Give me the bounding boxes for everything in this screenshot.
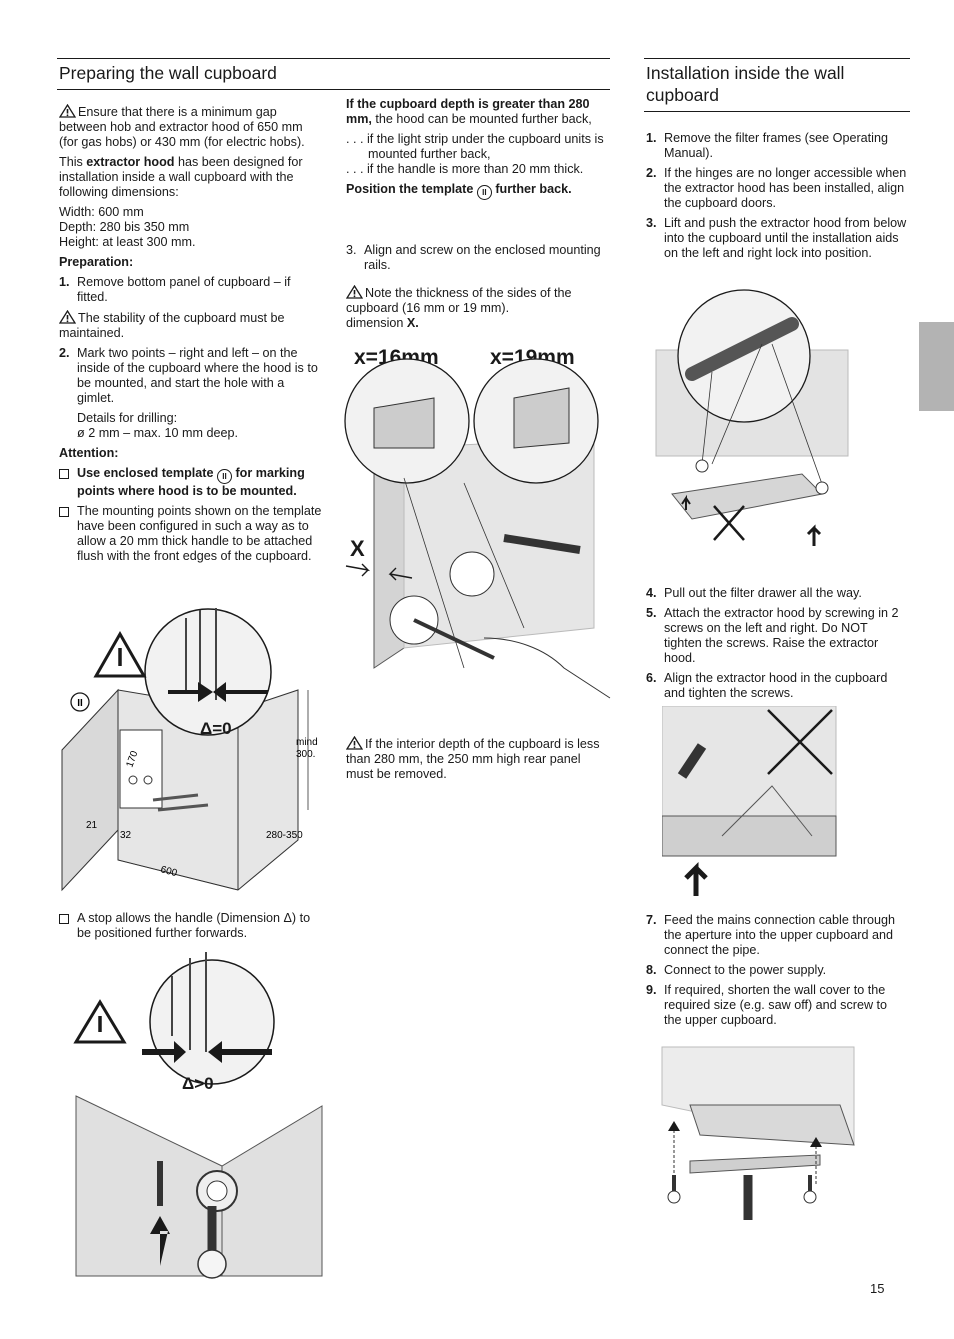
- screw-icon: [677, 743, 707, 779]
- install-steps-4-6: 4.Pull out the filter drawer all the way…: [646, 586, 908, 706]
- prep-step-2: 2.Mark two points – right and left – on …: [59, 346, 318, 405]
- arrow-up-icon: [810, 1137, 822, 1147]
- install-step: 2.If the hinges are no longer accessible…: [646, 166, 907, 210]
- hood-body: [671, 473, 824, 520]
- page-number: 15: [870, 1281, 885, 1296]
- dimension-x-label: X: [350, 536, 365, 561]
- checkbox-bullet: [59, 507, 69, 517]
- condition-handle: . . . if the handle is more than 20 mm t…: [346, 162, 584, 176]
- dim-height: Height: at least 300 mm.: [59, 235, 196, 249]
- top-rule-left: [57, 58, 610, 59]
- condition-light-strip: . . . if the light strip under the cupbo…: [346, 132, 604, 161]
- handle-stop-figure: Δ>0: [72, 946, 324, 1284]
- heading-rule-right: [644, 111, 910, 112]
- detail-magnifier: [149, 959, 275, 1085]
- svg-text:600: 600: [159, 864, 178, 879]
- wall-cover-strip: [689, 1154, 821, 1174]
- prep-step-1: 1.Remove bottom panel of cupboard – if f…: [59, 275, 291, 304]
- template-badge-icon: [70, 692, 90, 712]
- svg-text:II: II: [77, 698, 83, 709]
- detail-magnifier: [144, 608, 272, 736]
- template-sheet: [119, 729, 163, 809]
- warning-gap: Ensure that there is a minimum gap betwe…: [59, 104, 305, 149]
- arrow-up-icon: [806, 524, 822, 546]
- dim-depth: Depth: 280 bis 350 mm: [59, 220, 190, 234]
- screw-icon: [503, 534, 581, 554]
- template-icon: II: [216, 469, 232, 484]
- section-heading-preparing: Preparing the wall cupboard: [59, 63, 277, 83]
- wall-cover-figure: [660, 1045, 856, 1231]
- svg-text:300.: 300.: [296, 749, 315, 760]
- warning-side-thickness: Note the thickness of the sides of the c…: [346, 285, 572, 330]
- top-rule-right: [644, 58, 910, 59]
- install-steps-7-9: 7.Feed the mains connection cable throug…: [646, 913, 908, 1033]
- arrow-icon: [213, 682, 268, 702]
- cross-icon: [713, 505, 745, 541]
- hood-edge: [662, 815, 837, 857]
- svg-text:21: 21: [86, 820, 98, 831]
- install-steps-1-3: 1.Remove the filter frames (see Operatin…: [646, 131, 908, 266]
- mounting-rail-figure: x=16mm x=19mm X: [344, 338, 612, 710]
- cupboard-template-figure: Δ=0 II mind 300. 170 21 32 280-350 600: [58, 600, 326, 898]
- install-step: 3.Lift and push the extractor hood from …: [646, 216, 907, 260]
- left-column-text: Ensure that there is a minimum gap betwe…: [59, 104, 324, 569]
- delta-zero-label: Δ=0: [200, 719, 232, 738]
- screwdriver-icon: [413, 618, 495, 660]
- warning-icon: [59, 104, 76, 118]
- install-step: 6.Align the extractor hood in the cupboa…: [646, 671, 888, 700]
- arrow-up-icon: [150, 1216, 170, 1266]
- arrow-icon: [388, 567, 413, 581]
- arrow-up-icon: [668, 1121, 680, 1131]
- dim-width: Width: 600 mm: [59, 205, 144, 219]
- checkbox-bullet: [59, 469, 69, 479]
- cross-icon: [767, 709, 833, 775]
- install-step: 1.Remove the filter frames (see Operatin…: [646, 131, 888, 160]
- attention-label: Attention:: [59, 446, 119, 460]
- warning-icon: [346, 285, 363, 299]
- drill-details: Details for drilling: ø 2 mm – max. 10 m…: [77, 411, 238, 440]
- install-step: 7.Feed the mains connection cable throug…: [646, 913, 896, 957]
- depth-paragraph: If the cupboard depth is greater than 28…: [346, 97, 592, 126]
- svg-text:mind: mind: [296, 737, 318, 748]
- tighten-screws-figure: [662, 706, 838, 898]
- delta-greater-label: Δ>0: [182, 1074, 214, 1093]
- hand-outline: [483, 637, 611, 699]
- install-step: 8.Connect to the power supply.: [646, 963, 827, 977]
- middle-step-3: 3.Align and screw on the enclosed mounti…: [346, 243, 608, 336]
- install-step: 4.Pull out the filter drawer all the way…: [646, 586, 862, 600]
- arrow-icon: [345, 563, 371, 577]
- svg-text:280-350: 280-350: [266, 830, 303, 841]
- arrow-icon: [168, 682, 213, 702]
- warning-rear-panel: If the interior depth of the cupboard is…: [346, 736, 600, 781]
- chapter-tab: [919, 322, 954, 411]
- checkbox-bullet: [59, 914, 69, 924]
- arrow-up-icon: [684, 861, 708, 896]
- lift-hood-figure: [652, 284, 850, 564]
- arrow-up-icon: [681, 494, 691, 510]
- hood-underside: [689, 1104, 855, 1146]
- arrow-icon: [208, 1041, 272, 1063]
- check-mounting-points: The mounting points shown on the templat…: [59, 504, 324, 564]
- position-template: Position the template II further back.: [346, 182, 608, 200]
- template-icon: II: [476, 185, 492, 200]
- warning-stability: The stability of the cupboard must be ma…: [59, 310, 285, 340]
- cupboard-door: [61, 688, 119, 892]
- warning-icon: [59, 310, 76, 324]
- section-heading-installation: Installation inside the wall cupboard: [646, 63, 845, 105]
- left-check-stop: A stop allows the handle (Dimension Δ) t…: [59, 911, 324, 946]
- intro-paragraph: This extractor hood has been designed fo…: [59, 155, 303, 199]
- detail-magnifier: [677, 289, 811, 423]
- warning-icon: [346, 736, 363, 750]
- preparation-label: Preparation:: [59, 255, 134, 269]
- middle-column-text: If the cupboard depth is greater than 28…: [346, 97, 608, 205]
- check-template: Use enclosed template II for marking poi…: [59, 466, 324, 499]
- arrow-icon: [142, 1041, 186, 1063]
- install-step: 5.Attach the extractor hood by screwing …: [646, 606, 899, 665]
- heading-rule-left: [57, 89, 610, 90]
- install-step: 9.If required, shorten the wall cover to…: [646, 983, 888, 1027]
- svg-text:32: 32: [120, 830, 132, 841]
